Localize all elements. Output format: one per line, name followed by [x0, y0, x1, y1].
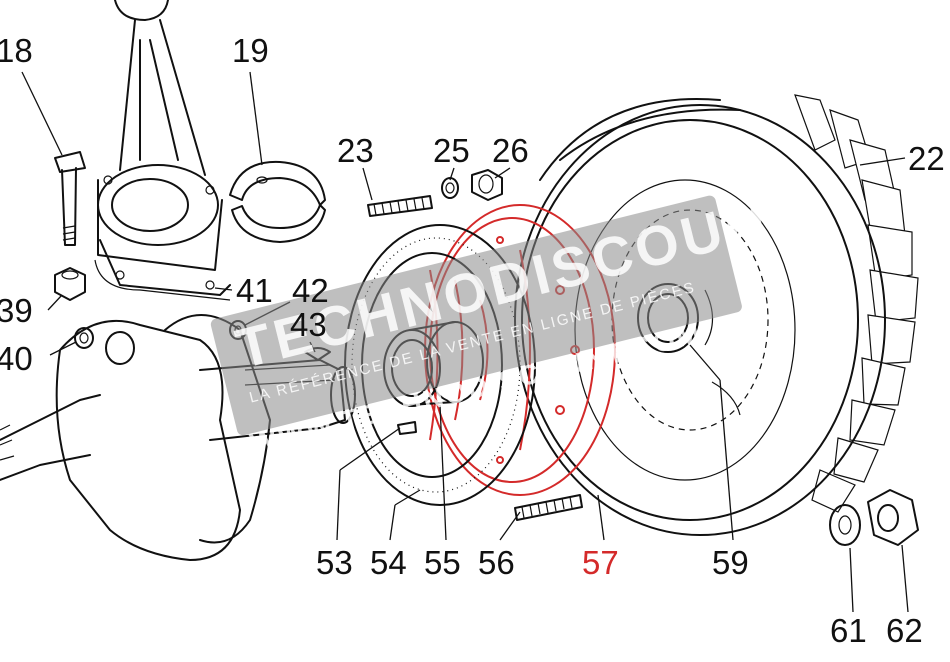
part-labels: 18 19 23 25 26 22 39 40 41 42 43 53 54 5… [0, 32, 945, 649]
part-label-55: 55 [424, 544, 461, 581]
nut-26 [471, 169, 503, 201]
part-label-53: 53 [316, 544, 353, 581]
part-label-56: 56 [478, 544, 515, 581]
nut-62 [867, 489, 919, 546]
part-label-57: 57 [582, 544, 619, 581]
connecting-rod [94, 0, 231, 301]
pin-53 [397, 421, 417, 435]
washer-61 [829, 504, 861, 546]
washer-25 [441, 177, 459, 199]
washer-40 [74, 327, 94, 349]
bearing-shells-19 [229, 160, 326, 243]
part-label-40: 40 [0, 340, 33, 377]
nut-39 [54, 267, 86, 301]
part-label-25: 25 [433, 132, 470, 169]
part-label-59: 59 [712, 544, 749, 581]
part-label-19: 19 [232, 32, 269, 69]
bolt-18 [54, 151, 86, 246]
part-label-26: 26 [492, 132, 529, 169]
stud-23 [367, 195, 433, 217]
part-label-39: 39 [0, 292, 33, 329]
part-label-22: 22 [908, 140, 945, 177]
part-label-43: 43 [290, 306, 327, 343]
part-label-18: 18 [0, 32, 33, 69]
part-label-61: 61 [830, 612, 867, 649]
part-label-54: 54 [370, 544, 407, 581]
stud-56 [514, 494, 583, 521]
part-label-62: 62 [886, 612, 923, 649]
flywheel-22 [514, 94, 919, 536]
part-label-42: 42 [292, 272, 329, 309]
part-label-41: 41 [236, 272, 273, 309]
part-label-23: 23 [337, 132, 374, 169]
